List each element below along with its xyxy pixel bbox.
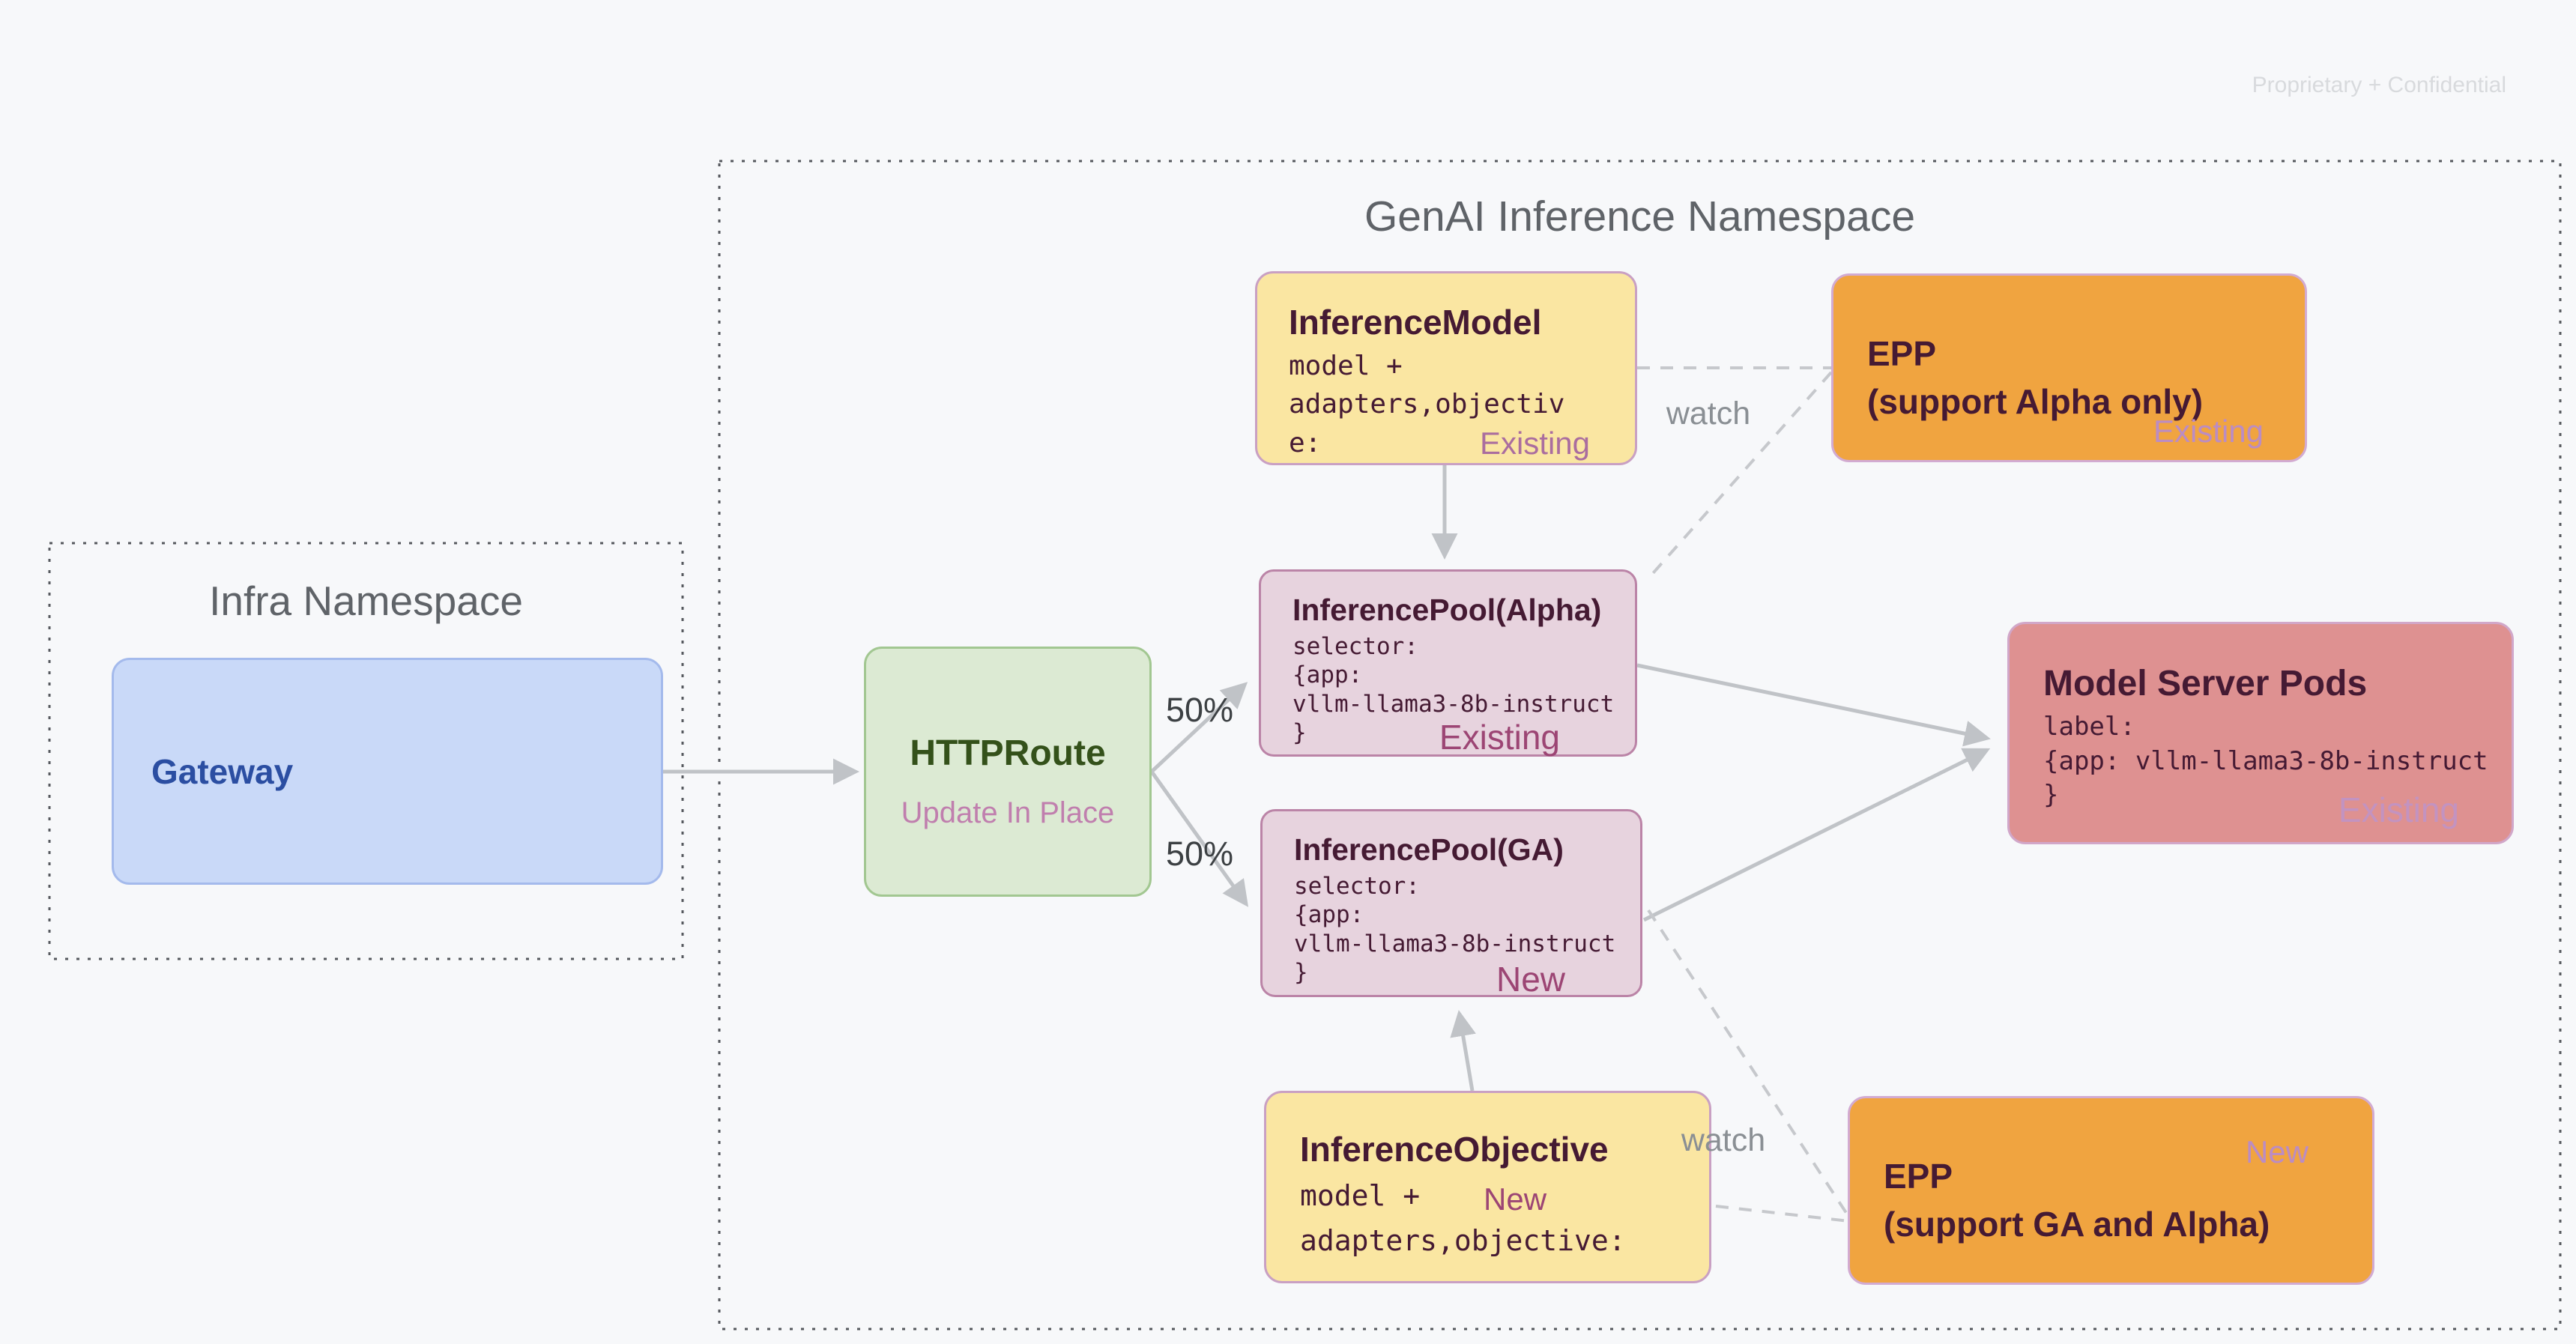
inference-pool-alpha-title: InferencePool(Alpha) [1292, 593, 1602, 627]
edge-pool-alpha-to-pods [1636, 663, 1991, 747]
edge-pool-ga-to-pods [1642, 748, 1991, 922]
httproute-title: HTTPRoute [910, 733, 1106, 773]
epp-ga-status-badge: New [2245, 1134, 2309, 1169]
epp-alpha-node: EPP (support Alpha only) Existing [1831, 273, 2307, 462]
edge-httproute-to-pool-ga [1149, 770, 1249, 907]
inference-objective-title: InferenceObjective [1300, 1130, 1609, 1169]
traffic-split-top-label: 50% [1165, 691, 1234, 729]
watch-top-label: watch [1666, 396, 1751, 432]
httproute-subtitle: Update In Place [901, 796, 1115, 829]
inference-objective-status-badge: New [1484, 1181, 1547, 1217]
inference-model-status-badge: Existing [1479, 426, 1590, 461]
dashed-pool-ga-to-epp-ga [1647, 909, 1851, 1219]
epp-alpha-title: EPP (support Alpha only) [1867, 334, 2204, 422]
edge-httproute-to-pool-alpha [1150, 682, 1248, 773]
inference-pool-ga-status-badge: New [1496, 960, 1565, 999]
epp-alpha-status-badge: Existing [2153, 414, 2264, 449]
watch-bottom-label: watch [1681, 1122, 1766, 1158]
inference-objective-code-line2: adapters,objective: [1300, 1224, 1626, 1258]
epp-ga-title: EPP (support GA and Alpha) [1884, 1157, 2270, 1244]
httproute-node: HTTPRoute Update In Place [864, 647, 1152, 897]
inference-pool-ga-node: InferencePool(GA) selector: {app: vllm-l… [1260, 809, 1642, 999]
inference-pool-ga-title: InferencePool(GA) [1294, 832, 1564, 867]
inference-model-code: model + adapters,objectiv e: [1289, 351, 1565, 458]
inference-pool-ga-code: selector: {app: vllm-llama3-8b-instruct … [1294, 873, 1616, 987]
gateway-node: Gateway [112, 658, 663, 885]
inference-model-node: InferenceModel model + adapters,objectiv… [1255, 271, 1637, 465]
inference-pool-alpha-node: InferencePool(Alpha) selector: {app: vll… [1259, 569, 1637, 757]
edge-inferenceobjective-to-pool-ga [1450, 1010, 1476, 1092]
model-server-pods-title: Model Server Pods [2043, 664, 2368, 703]
genai-namespace-title: GenAI Inference Namespace [1364, 193, 1916, 240]
inference-pool-alpha-status-badge: Existing [1439, 718, 1560, 757]
dashed-inferenceobjective-to-epp-ga [1715, 1205, 1850, 1223]
infra-namespace-border [48, 542, 684, 960]
model-server-pods-code: label: {app: vllm-llama3-8b-instruct } [2043, 712, 2488, 811]
inference-pool-alpha-code: selector: {app: vllm-llama3-8b-instruct … [1292, 633, 1615, 747]
inference-objective-node: InferenceObjective model + adapters,obje… [1264, 1091, 1711, 1283]
traffic-split-bottom-label: 50% [1165, 835, 1234, 873]
inference-model-title: InferenceModel [1289, 303, 1542, 342]
confidential-watermark: Proprietary + Confidential [2252, 73, 2506, 97]
inference-objective-code-line1: model + [1300, 1179, 1421, 1212]
epp-ga-node: EPP (support GA and Alpha) New [1848, 1096, 2374, 1285]
infra-namespace-title: Infra Namespace [209, 578, 523, 624]
gateway-title: Gateway [151, 751, 294, 791]
model-server-pods-node: Model Server Pods label: {app: vllm-llam… [2007, 622, 2514, 844]
model-server-pods-status-badge: Existing [2338, 790, 2459, 829]
